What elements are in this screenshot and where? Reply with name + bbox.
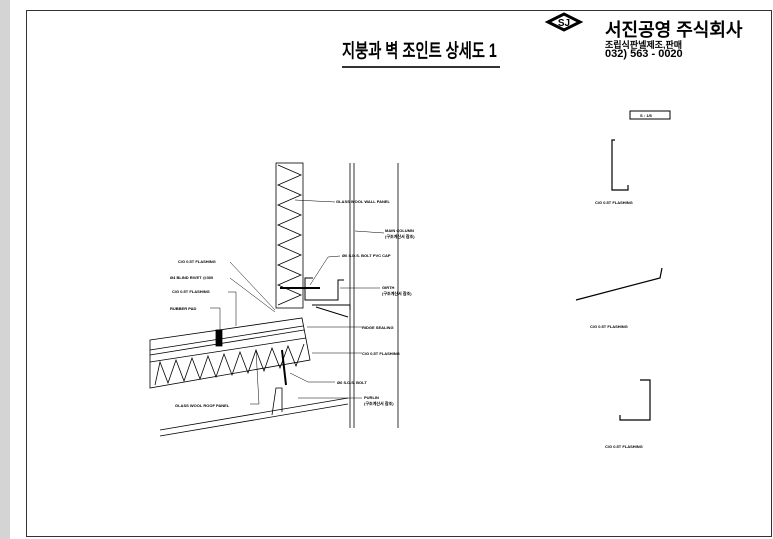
label-girth: GIRTH — [382, 285, 395, 290]
drawing-svg: SJ — [149, 12, 671, 437]
roof-panel — [149, 317, 311, 389]
label-bolt-cap: Ø6 S.D.S. BOLT PVC CAP — [342, 253, 391, 258]
scale-box — [629, 110, 671, 120]
detail-label: C/G 0.5T FLASHING — [605, 444, 643, 449]
label-purlin-note: (구조계산서 참조) — [364, 401, 394, 406]
purlin — [159, 349, 349, 437]
label-purlin: PURLIN — [364, 395, 379, 400]
drawing-title: 지붕과 벽 조인트 상세도 1 — [342, 41, 497, 62]
label-flashing-1: C/G 0.5T FLASHING — [178, 259, 216, 264]
company-phone: 032) 563 - 0020 — [605, 48, 683, 60]
drawing-sheet: 지붕과 벽 조인트 상세도 1 SJ 서진공영 주식회사 조립식판넬제조,판매 … — [10, 0, 773, 539]
label-flashing-2: C/G 0.5T FLASHING — [172, 289, 210, 294]
label-main-column: MAIN COLUMN — [385, 228, 414, 233]
company-subtitle: 조립식판넬제조,판매 — [605, 40, 683, 50]
scale-text: S : 1/5 — [640, 113, 652, 118]
title-underline — [342, 66, 500, 68]
wall-panel — [275, 162, 304, 309]
label-girth-note: (구조계산서 참조) — [382, 291, 412, 296]
svg-text:SJ: SJ — [558, 18, 570, 29]
label-flashing-3: C/G 0.5T FLASHING — [362, 351, 400, 356]
detail-label: C/G 0.5T FLASHING — [595, 200, 633, 205]
detail-label: C/G 0.5T FLASHING — [590, 324, 628, 329]
label-rivet: Ø4 BLIND RIVET @300 — [170, 275, 214, 280]
drawing-frame — [26, 10, 772, 537]
label-wall-panel: GLASS WOOL WALL PANEL — [336, 199, 390, 204]
girth — [280, 277, 351, 318]
leader-lines — [210, 199, 385, 405]
company-name: 서진공영 주식회사 — [605, 20, 743, 40]
main-column — [349, 163, 399, 428]
company-logo: SJ — [544, 12, 584, 32]
label-rubber-pad: RUBBER PAD — [170, 306, 197, 311]
label-roof-panel: GLASS WOOL ROOF PANEL — [175, 403, 230, 408]
label-main-column-note: (구조계산서 참조) — [385, 234, 415, 239]
label-ridge: RIDGE SEALING — [362, 325, 394, 330]
label-bolt: Ø6 S.D.S. BOLT — [337, 380, 367, 385]
flashing-details — [575, 139, 663, 421]
